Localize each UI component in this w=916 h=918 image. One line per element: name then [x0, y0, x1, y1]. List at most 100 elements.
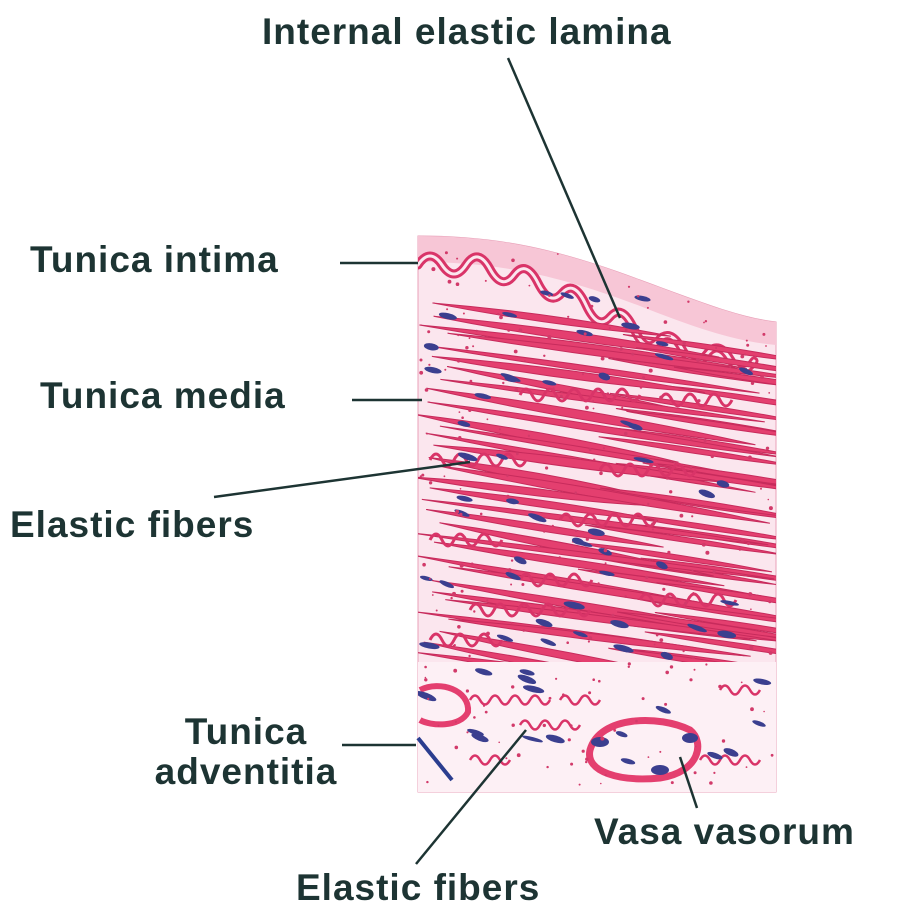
stipple-dot	[683, 342, 686, 345]
stipple-dot	[486, 599, 488, 601]
stipple-dot	[709, 781, 713, 785]
stipple-dot	[746, 344, 749, 347]
stipple-dot	[428, 364, 430, 366]
stipple-dot	[424, 678, 427, 681]
stipple-dot	[420, 475, 422, 477]
stipple-dot	[444, 475, 446, 477]
stipple-dot	[680, 514, 684, 518]
stipple-dot	[454, 644, 456, 646]
stipple-dot	[598, 680, 601, 683]
label-tunica-media: Tunica media	[40, 376, 286, 416]
stipple-dot	[669, 490, 672, 493]
stipple-dot	[692, 656, 695, 659]
stipple-dot	[511, 559, 513, 561]
stipple-dot	[690, 438, 692, 440]
stipple-dot	[560, 395, 563, 398]
stipple-dot	[642, 697, 645, 700]
stipple-dot	[768, 499, 770, 501]
stipple-dot	[472, 345, 474, 347]
stipple-dot	[632, 516, 634, 518]
stipple-dot	[689, 678, 692, 681]
stipple-dot	[715, 347, 717, 349]
stipple-dot	[769, 506, 773, 510]
stipple-dot	[589, 448, 592, 451]
stipple-dot	[762, 333, 765, 336]
stipple-dot	[656, 634, 659, 637]
stipple-dot	[600, 783, 602, 785]
stipple-dot	[705, 551, 709, 555]
stipple-dot	[628, 662, 631, 665]
stipple-dot	[547, 335, 551, 339]
stipple-dot	[567, 316, 569, 318]
stipple-dot	[741, 682, 743, 684]
stipple-dot	[729, 366, 731, 368]
stipple-dot	[575, 530, 577, 532]
stipple-dot	[619, 347, 623, 351]
tunica-adventitia-layer	[418, 662, 776, 792]
stipple-dot	[592, 400, 594, 402]
stipple-dot	[694, 669, 696, 671]
stipple-dot	[562, 693, 565, 696]
stipple-dot	[667, 551, 670, 554]
stipple-dot	[468, 409, 471, 412]
label-tunica-intima: Tunica intima	[30, 240, 279, 280]
stipple-dot	[645, 576, 648, 579]
stipple-dot	[512, 724, 515, 727]
stipple-dot	[771, 265, 775, 269]
stipple-dot	[748, 456, 752, 460]
stipple-dot	[671, 781, 674, 784]
stipple-dot	[422, 563, 426, 567]
stipple-dot	[570, 763, 573, 766]
stipple-dot	[521, 583, 524, 586]
stipple-dot	[431, 267, 435, 271]
stipple-dot	[522, 629, 525, 632]
stipple-dot	[651, 522, 655, 526]
stipple-dot	[659, 396, 663, 400]
stipple-dot	[543, 531, 545, 533]
stipple-dot	[628, 286, 630, 288]
stipple-dot	[487, 418, 489, 420]
stipple-dot	[697, 399, 700, 402]
label-internal-elastic-lamina: Internal elastic lamina	[262, 12, 672, 52]
stipple-dot	[741, 538, 745, 542]
stipple-dot	[690, 505, 693, 508]
stipple-dot	[627, 268, 630, 271]
stipple-dot	[420, 359, 423, 362]
stipple-dot	[652, 528, 654, 530]
stipple-dot	[444, 369, 446, 371]
stipple-dot	[695, 746, 697, 748]
stipple-dot	[466, 731, 468, 733]
stipple-dot	[747, 542, 750, 545]
stipple-dot	[548, 294, 551, 297]
stipple-dot	[760, 375, 764, 379]
stipple-dot	[600, 737, 604, 741]
label-vasa-vasorum: Vasa vasorum	[594, 812, 855, 852]
stipple-dot	[543, 355, 545, 357]
stipple-dot	[510, 584, 512, 586]
stipple-dot	[424, 666, 427, 669]
stipple-dot	[711, 455, 714, 458]
stipple-dot	[455, 721, 457, 723]
stipple-dot	[657, 280, 661, 284]
stipple-dot	[635, 720, 638, 723]
stipple-dot	[691, 515, 693, 517]
stipple-dot	[662, 588, 665, 591]
stipple-dot	[514, 350, 518, 354]
stipple-dot	[457, 334, 459, 336]
stipple-dot	[647, 503, 649, 505]
stipple-dot	[749, 646, 753, 650]
stipple-dot	[724, 685, 726, 687]
stipple-dot	[705, 320, 707, 322]
stipple-dot	[566, 641, 569, 644]
stipple-dot	[579, 458, 581, 460]
stipple-dot	[613, 729, 616, 732]
stipple-dot	[426, 781, 428, 783]
stipple-dot	[746, 340, 748, 342]
stipple-dot	[600, 255, 602, 257]
stipple-dot	[598, 582, 600, 584]
stipple-dot	[546, 766, 548, 768]
stipple-dot	[586, 538, 589, 541]
nucleus	[678, 282, 695, 290]
stipple-dot	[692, 592, 694, 594]
stipple-dot	[502, 382, 504, 384]
